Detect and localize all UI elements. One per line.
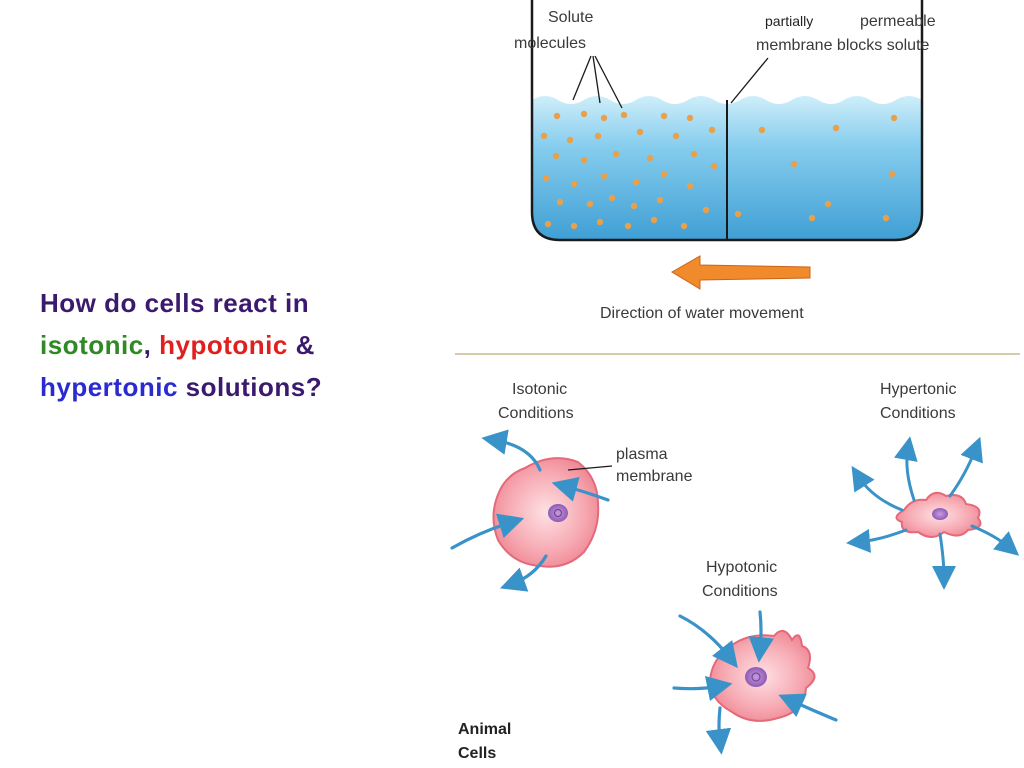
hypertonic-water-arrows bbox=[846, 436, 1020, 590]
hypotonic-water-arrows bbox=[672, 610, 838, 755]
plasma-label-1: plasma bbox=[616, 446, 668, 463]
beaker bbox=[530, 0, 924, 242]
membrane-label-partially: partially bbox=[765, 13, 813, 29]
isotonic-label-2: Conditions bbox=[498, 405, 574, 422]
animal-cells-label-2: Cells bbox=[458, 745, 496, 762]
direction-label: Direction of water movement bbox=[600, 305, 804, 322]
word-hypotonic: hypotonic bbox=[159, 330, 288, 360]
hypertonic-cell bbox=[895, 491, 982, 538]
hypotonic-cell bbox=[708, 629, 816, 722]
question-text: How do cells react in isotonic, hypotoni… bbox=[40, 282, 322, 408]
question-line-2: isotonic, hypotonic & bbox=[40, 324, 322, 366]
isotonic-water-arrows bbox=[450, 429, 610, 592]
plasma-label-2: membrane bbox=[616, 468, 693, 485]
question-intro: How do cells react in bbox=[40, 288, 310, 318]
comma: , bbox=[143, 330, 152, 360]
solute-pointer-lines bbox=[572, 55, 623, 109]
membrane-label-line-2: membrane blocks solute bbox=[756, 37, 930, 54]
isotonic-cell bbox=[492, 457, 600, 568]
word-hypertonic: hypertonic bbox=[40, 372, 178, 402]
question-line-3: hypertonic solutions? bbox=[40, 366, 322, 408]
question-line-1: How do cells react in bbox=[40, 282, 322, 324]
hypotonic-label-2: Conditions bbox=[702, 583, 778, 600]
animal-cells-label-1: Animal bbox=[458, 721, 511, 738]
solute-label-1: Solute bbox=[548, 9, 593, 26]
isotonic-nucleus bbox=[548, 504, 568, 522]
membrane-label-permeable: permeable bbox=[860, 13, 936, 30]
isotonic-label-1: Isotonic bbox=[512, 381, 567, 398]
word-isotonic: isotonic bbox=[40, 330, 144, 360]
membrane-pointer-line bbox=[730, 57, 769, 104]
water-direction-arrow bbox=[671, 255, 811, 290]
hypotonic-nucleus bbox=[745, 667, 767, 687]
word-solutions: solutions? bbox=[185, 372, 323, 402]
hypotonic-label-1: Hypotonic bbox=[706, 559, 777, 576]
solute-label-2: molecules bbox=[514, 35, 586, 52]
solute-molecules bbox=[540, 110, 898, 230]
ampersand: & bbox=[295, 330, 315, 360]
hypertonic-nucleus bbox=[932, 508, 948, 520]
plasma-pointer-line bbox=[567, 465, 613, 471]
hypertonic-label-2: Conditions bbox=[880, 405, 956, 422]
hypertonic-label-1: Hypertonic bbox=[880, 381, 956, 398]
